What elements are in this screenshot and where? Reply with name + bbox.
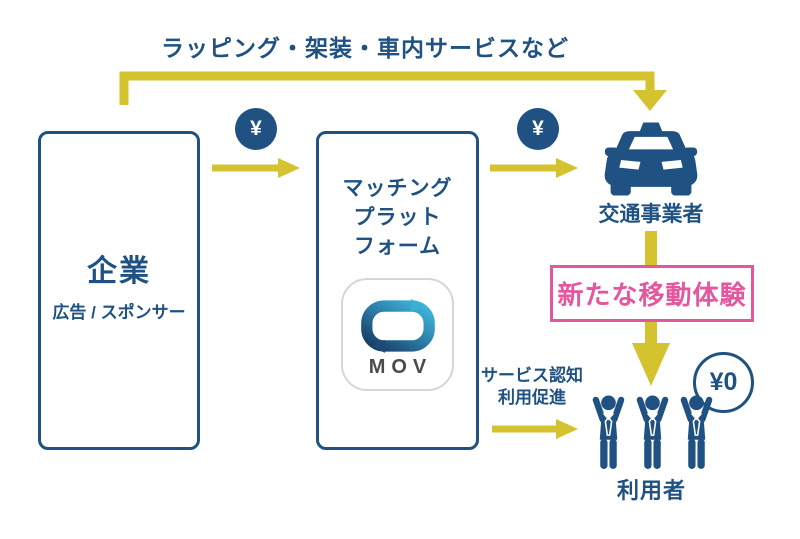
- mov-wordmark: MOV: [368, 355, 433, 378]
- promotion-line1: サービス認知: [481, 366, 583, 385]
- company-to-platform-arrow: [212, 158, 300, 178]
- mov-app-icon: MOV: [341, 278, 454, 391]
- taxi-icon: [604, 122, 698, 196]
- operator-label: 交通事業者: [598, 203, 704, 226]
- experience-label: 新たな移動体験: [557, 280, 747, 310]
- person-icon: [636, 395, 669, 469]
- platform-title-line: マッチング: [342, 177, 453, 200]
- promotion-line2: 利用促進: [498, 388, 566, 407]
- person-icon: [680, 395, 713, 469]
- top-flow-label: ラッピング・架装・車内サービスなど: [161, 35, 569, 61]
- platform-to-users-arrow: [492, 419, 578, 439]
- platform-to-operator-arrow: [490, 158, 578, 178]
- yen-circle-icon: ¥: [517, 108, 559, 150]
- platform-title-line: プラット: [353, 206, 442, 229]
- users-label: 利用者: [616, 478, 686, 503]
- platform-title-line: フォーム: [353, 235, 442, 258]
- yen-circle-icon: ¥: [235, 108, 277, 150]
- promotion-label: サービス認知 利用促進: [468, 365, 596, 409]
- experience-box: 新たな移動体験: [550, 265, 754, 322]
- company-subtitle: 広告 / スポンサー: [52, 303, 186, 322]
- person-icon: [592, 395, 625, 469]
- platform-box: マッチング プラット フォーム MOV: [316, 131, 479, 450]
- company-to-operator-arrow: [119, 71, 667, 111]
- company-title: 企業: [87, 255, 151, 288]
- users-group: [591, 394, 714, 470]
- company-box: 企業 広告 / スポンサー: [38, 131, 200, 450]
- mov-loop-logo-icon: [360, 298, 435, 353]
